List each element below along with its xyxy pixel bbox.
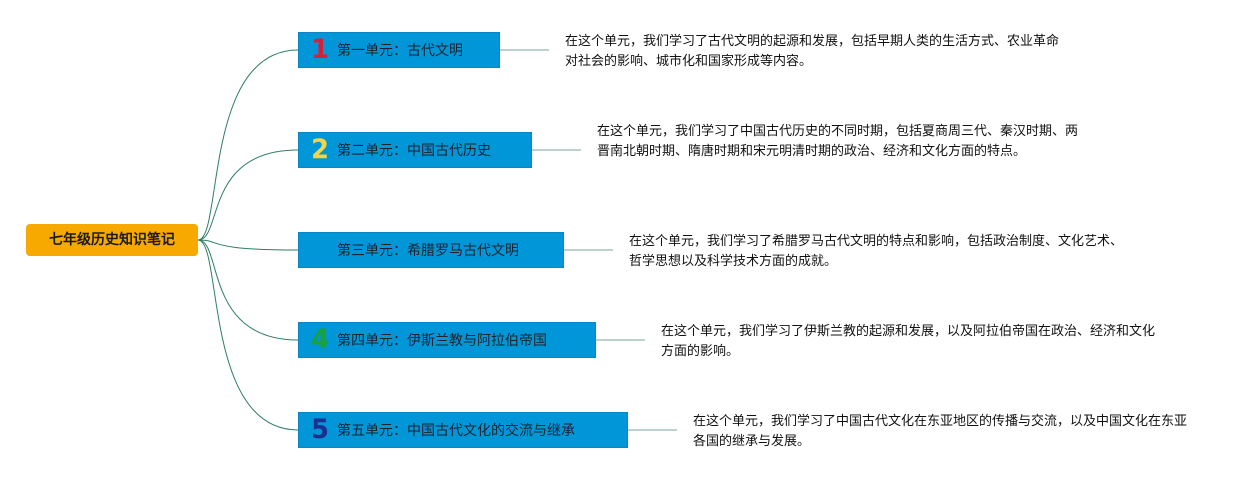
unit-node-3[interactable]: 第三单元：希腊罗马古代文明 — [298, 232, 564, 268]
unit-description-4: 在这个单元，我们学习了伊斯兰教的起源和发展，以及阿拉伯帝国在政治、经济和文化方面… — [661, 324, 1156, 359]
unit-description-5: 在这个单元，我们学习了中国古代文化在东亚地区的传播与交流，以及中国文化在东亚各国… — [693, 414, 1188, 449]
unit-description-1: 在这个单元，我们学习了古代文明的起源和发展，包括早期人类的生活方式、农业革命对社… — [565, 34, 1060, 69]
unit-title-2: 第二单元：中国古代历史 — [337, 143, 491, 159]
branch-connector-2 — [197, 149, 299, 241]
unit-number-2: 2 — [311, 134, 329, 165]
unit-title-1: 第一单元：古代文明 — [337, 43, 463, 59]
unit-title-4: 第四单元：伊斯兰教与阿拉伯帝国 — [337, 333, 547, 349]
unit-number-5: 5 — [311, 414, 329, 445]
unit-number-1: 1 — [311, 34, 329, 65]
branch-connector-1 — [197, 49, 299, 241]
branch-connector-5 — [197, 239, 299, 431]
unit-node-5[interactable]: 5 第五单元：中国古代文化的交流与继承 — [298, 412, 628, 448]
unit-title-5: 第五单元：中国古代文化的交流与继承 — [337, 423, 575, 439]
root-node[interactable]: 七年级历史知识笔记 — [26, 224, 198, 256]
unit-title-3: 第三单元：希腊罗马古代文明 — [337, 243, 519, 259]
unit-number-4: 4 — [311, 324, 329, 355]
branch-connector-3 — [197, 239, 299, 251]
unit-description-3: 在这个单元，我们学习了希腊罗马古代文明的特点和影响，包括政治制度、文化艺术、哲学… — [629, 234, 1124, 269]
unit-node-4[interactable]: 4 第四单元：伊斯兰教与阿拉伯帝国 — [298, 322, 596, 358]
branch-connector-4 — [197, 239, 299, 341]
unit-node-1[interactable]: 1 第一单元：古代文明 — [298, 32, 500, 68]
unit-description-2: 在这个单元，我们学习了中国古代历史的不同时期，包括夏商周三代、秦汉时期、两晋南北… — [597, 124, 1079, 159]
unit-node-2[interactable]: 2 第二单元：中国古代历史 — [298, 132, 532, 168]
